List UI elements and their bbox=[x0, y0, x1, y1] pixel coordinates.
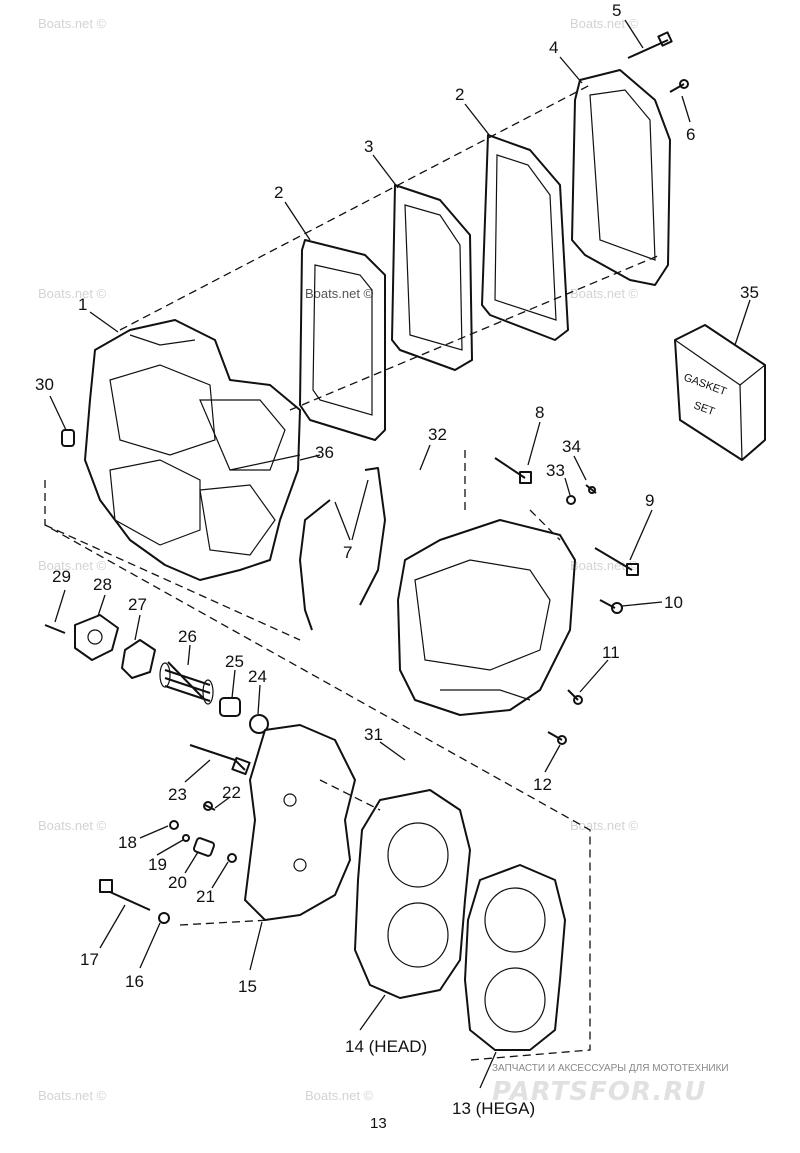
cover-screw bbox=[669, 79, 689, 93]
brand-tagline: ЗАПЧАСТИ И АКСЕССУАРЫ ДЛЯ МОТОТЕХНИКИ bbox=[492, 1063, 729, 1074]
watermark: Boats.net © bbox=[38, 558, 107, 573]
callout-29: 29 bbox=[52, 567, 71, 586]
watermark: Boats.net © bbox=[570, 16, 639, 31]
callout-34: 34 bbox=[562, 437, 581, 456]
watermark: Boats.net © bbox=[38, 286, 107, 301]
cover-bolt bbox=[627, 31, 673, 59]
callout-23: 23 bbox=[168, 785, 187, 804]
callout-14: 14 (HEAD) bbox=[345, 1037, 427, 1056]
bolt bbox=[494, 457, 532, 484]
callout-20: 20 bbox=[168, 873, 187, 892]
callout-31: 31 bbox=[364, 725, 383, 744]
leader-lines bbox=[49, 19, 751, 1089]
screw bbox=[203, 801, 216, 811]
screw bbox=[567, 689, 583, 705]
gasket-set-label-line2: SET bbox=[692, 400, 716, 419]
retaining-wires bbox=[229, 454, 386, 631]
cylinder-block bbox=[84, 319, 301, 581]
callout-30: 30 bbox=[35, 375, 54, 394]
alignment-lines bbox=[44, 84, 661, 1061]
watermark: Boats.net © bbox=[570, 818, 639, 833]
page-number: 13 bbox=[370, 1115, 387, 1132]
brand-name: PARTSFOR.RU bbox=[492, 1077, 706, 1107]
bypass-housing bbox=[397, 519, 576, 716]
washer bbox=[158, 912, 170, 924]
dowel-pin bbox=[61, 429, 75, 447]
gasket-set-label-line1: GASKET bbox=[682, 372, 728, 399]
callout-22: 22 bbox=[222, 783, 241, 802]
callout-2: 2 bbox=[274, 183, 283, 202]
callout-10: 10 bbox=[664, 593, 683, 612]
callout-12: 12 bbox=[533, 775, 552, 794]
callout-28: 28 bbox=[93, 575, 112, 594]
screw bbox=[44, 624, 66, 634]
callout-27: 27 bbox=[128, 595, 147, 614]
gasket-set-box: GASKET SET bbox=[674, 324, 766, 461]
washer bbox=[227, 853, 237, 863]
callout-18: 18 bbox=[118, 833, 137, 852]
cylinder-head-cover bbox=[244, 724, 356, 921]
watermark: Boats.net © bbox=[38, 818, 107, 833]
callout-7: 7 bbox=[343, 543, 352, 562]
callout-26: 26 bbox=[178, 627, 197, 646]
thermostat-spring bbox=[159, 661, 214, 705]
screw bbox=[547, 731, 567, 745]
thermostat-cover bbox=[74, 614, 119, 661]
callout-24: 24 bbox=[248, 667, 267, 686]
watermark: Boats.net © bbox=[570, 286, 639, 301]
watermarks: Boats.net © Boats.net © Boats.net © Boat… bbox=[38, 16, 639, 1103]
screw bbox=[585, 484, 597, 494]
watermark: Boats.net © bbox=[38, 16, 107, 31]
callout-21: 21 bbox=[196, 887, 215, 906]
callout-8: 8 bbox=[535, 403, 544, 422]
watermark: Boats.net © bbox=[305, 286, 374, 301]
callout-25: 25 bbox=[225, 652, 244, 671]
callout-13: 13 (HEGA) bbox=[452, 1099, 535, 1118]
watermark: Boats.net © bbox=[570, 558, 639, 573]
callout-36: 36 bbox=[315, 443, 334, 462]
cover-gasket bbox=[481, 134, 569, 341]
washer bbox=[169, 820, 179, 830]
sensor bbox=[192, 837, 216, 857]
screw bbox=[599, 599, 623, 614]
watermark: Boats.net © bbox=[38, 1088, 107, 1103]
callout-1: 1 bbox=[78, 295, 87, 314]
callout-33: 33 bbox=[546, 461, 565, 480]
callout-3: 3 bbox=[364, 137, 373, 156]
head-gasket bbox=[464, 864, 566, 1051]
bolt bbox=[594, 547, 639, 576]
callout-19: 19 bbox=[148, 855, 167, 874]
temperature-sensor bbox=[189, 744, 251, 776]
callout-4: 4 bbox=[549, 38, 558, 57]
brand-watermark: ЗАПЧАСТИ И АКСЕССУАРЫ ДЛЯ МОТОТЕХНИКИ PA… bbox=[492, 1063, 729, 1107]
cylinder-head bbox=[354, 789, 471, 999]
callout-17: 17 bbox=[80, 950, 99, 969]
cover-gasket bbox=[299, 239, 386, 441]
seal-ring bbox=[249, 714, 269, 734]
callout-5: 5 bbox=[612, 1, 621, 20]
callout-16: 16 bbox=[125, 972, 144, 991]
callout-11: 11 bbox=[602, 643, 620, 662]
exhaust-cover bbox=[571, 69, 671, 286]
thermostat bbox=[219, 697, 241, 717]
watermark: Boats.net © bbox=[305, 1088, 374, 1103]
head-bolt bbox=[99, 879, 151, 911]
callout-32: 32 bbox=[428, 425, 447, 444]
spring bbox=[182, 834, 190, 842]
washer bbox=[566, 495, 576, 505]
callout-2: 2 bbox=[455, 85, 464, 104]
divider-plate bbox=[391, 184, 473, 371]
callout-labels: 1 2 2 3 4 5 6 7 8 9 10 11 12 13 (HEGA) 1… bbox=[35, 1, 759, 1118]
callout-6: 6 bbox=[686, 125, 695, 144]
callout-9: 9 bbox=[645, 491, 654, 510]
callout-15: 15 bbox=[238, 977, 257, 996]
thermostat-gasket bbox=[121, 639, 156, 679]
callout-35: 35 bbox=[740, 283, 759, 302]
